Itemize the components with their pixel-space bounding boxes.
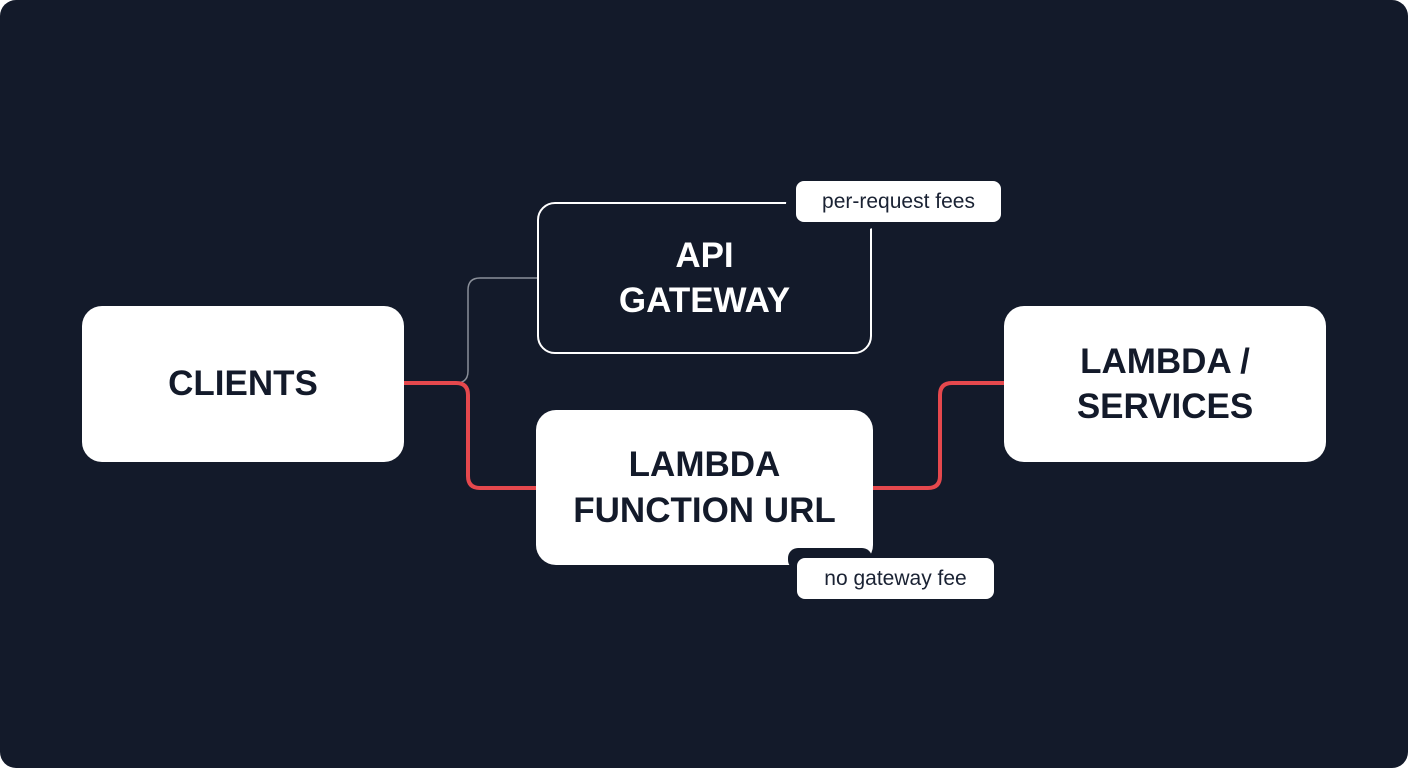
clients-label: CLIENTS	[168, 364, 318, 404]
per-request-fees-tag: per-request fees	[796, 181, 1001, 222]
no-gateway-fee-tag: no gateway fee	[797, 558, 994, 599]
no-gateway-fee-text: no gateway fee	[824, 566, 967, 590]
clients-node: CLIENTS	[82, 306, 404, 462]
lambda-services-label: LAMBDA / SERVICES	[1076, 341, 1254, 427]
lambda-function-url-node: LAMBDA FUNCTION URL	[536, 410, 873, 565]
edge-clients-to-api-gateway	[404, 277, 537, 384]
api-gateway-label: API GATEWAY	[618, 235, 791, 321]
edge-function-url-to-services	[873, 381, 1004, 490]
lambda-services-node: LAMBDA / SERVICES	[1004, 306, 1326, 462]
edge-clients-to-function-url	[404, 381, 536, 490]
lambda-function-url-label: LAMBDA FUNCTION URL	[573, 445, 836, 530]
per-request-fees-text: per-request fees	[822, 189, 975, 213]
